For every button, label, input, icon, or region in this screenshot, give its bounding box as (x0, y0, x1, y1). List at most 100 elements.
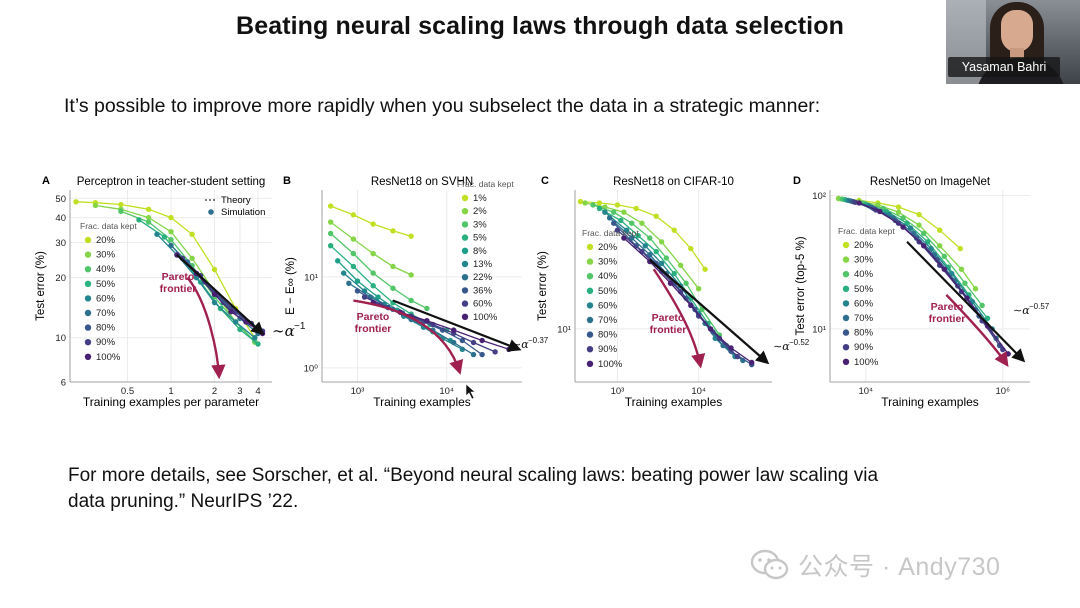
panel-d-power-law-label: ∼α (1013, 304, 1030, 317)
panel-a-x-tick-label: 3 (237, 386, 242, 397)
panel-c-data-point (653, 213, 659, 219)
panel-a-x-tick-label: 2 (212, 386, 217, 397)
panel-c-legend-label: 30% (598, 257, 618, 268)
panel-d-legend-swatch (842, 256, 850, 263)
panel-a-legend-swatch (84, 266, 92, 273)
panel-b-data-point (350, 250, 357, 257)
panel-a-data-point (168, 214, 174, 221)
panel-a-legend-swatch (84, 353, 92, 360)
panel-d-legend-swatch (842, 358, 850, 365)
panel-d-data-point (979, 302, 985, 309)
panel-b-data-point (390, 228, 396, 234)
panel-a-x-tick-label: 0.5 (121, 386, 134, 397)
panel-d-x-tick-label: 10⁴ (858, 386, 873, 397)
panel-b-power-law-exponent: −0.37 (528, 336, 549, 345)
panel-b-legend-swatch (461, 247, 469, 254)
panel-a-data-point (211, 291, 218, 298)
panel-a-legend-swatch (84, 251, 92, 258)
panel-b-pareto-label: frontier (355, 323, 392, 335)
panel-c-power-law-label: ∼α (773, 340, 790, 353)
panel-a-legend-swatch (84, 280, 92, 287)
panel-a-data-point (189, 255, 195, 262)
panel-a-legend-label: 30% (96, 250, 116, 261)
panel-b-data-point (459, 337, 466, 344)
panel-b-legend-label: 8% (473, 246, 487, 257)
panel-a-y-tick-label: 40 (55, 213, 66, 224)
panel-c-legend-swatch (586, 258, 594, 265)
panel-c-legend-swatch (586, 360, 594, 367)
panel-c-x-tick-label: 10³ (611, 386, 625, 397)
panel-b-legend-label: 1% (473, 193, 487, 204)
panel-a-data-point (154, 231, 160, 237)
panel-c-data-point (582, 200, 588, 206)
panel-a-legend-label: 100% (96, 352, 121, 363)
panel-b-letter: B (283, 175, 291, 187)
panel-c-legend-label: 70% (598, 315, 618, 326)
panel-d-legend-swatch (842, 314, 850, 322)
panel-b-data-point (470, 351, 477, 358)
panel-c-title: ResNet18 on CIFAR-10 (613, 176, 734, 188)
panel-c-letter: C (541, 175, 549, 187)
panel-c-x-tick-label: 10⁴ (691, 386, 706, 397)
panel-c-series-line (580, 200, 706, 270)
panel-d-data-point (895, 204, 902, 210)
panel-b-data-point (424, 317, 430, 324)
panel-d-letter: D (793, 175, 801, 187)
panel-a-legend-label: 70% (96, 308, 116, 319)
panel-b-legend-label: 13% (473, 259, 493, 270)
panel-b-data-point (346, 280, 352, 286)
panel-a-legend-simulation-swatch (208, 209, 214, 215)
panel-d-legend-swatch (842, 241, 850, 249)
panel-a-letter: A (42, 175, 50, 187)
panel-d-data-point (877, 208, 883, 215)
panel-c-legend-swatch (586, 243, 594, 251)
panel-d-legend-label: 20% (854, 240, 874, 251)
panel-c-data-point (663, 255, 670, 261)
panel-c-data-point (695, 286, 702, 292)
panel-b-legend-swatch (461, 300, 469, 307)
panel-a-pareto-frontier-arrow (186, 276, 226, 380)
panel-d-title: ResNet50 on ImageNet (870, 176, 991, 188)
panel-d-legend-swatch (842, 344, 850, 351)
panel-b-y-tick-label: 10⁰ (304, 363, 319, 374)
panel-c-legend-label: 40% (598, 271, 618, 282)
panel-a-series-line (156, 233, 256, 339)
panel-c-legend-title: Frac. data kept (582, 228, 639, 238)
panel-a-data-point (145, 214, 152, 221)
panel-d-data-point (962, 280, 968, 286)
panel-b-y-axis-label: E − E∞ (%) (285, 257, 297, 315)
panel-b-data-point (350, 263, 357, 270)
panel-a-legend-swatch (84, 339, 92, 346)
panel-d-data-point (936, 243, 943, 249)
panel-d-power-law-arrow (906, 241, 1026, 363)
panel-a-legend-label: 90% (96, 337, 116, 348)
panel-c-y-axis-label: Test error (%) (537, 251, 549, 321)
panel-c-legend-label: 20% (598, 242, 618, 253)
panel-b-data-point (479, 351, 485, 358)
panel-a-data-point (189, 231, 195, 237)
panel-a-data-point (252, 335, 258, 341)
panel-b-y-tick-label: 10¹ (304, 272, 318, 283)
panel-b-legend-label: 22% (473, 272, 493, 283)
panel-d-pareto-frontier-arrow (945, 294, 1009, 367)
panel-c-data-point (707, 326, 714, 332)
panel-d-data-point (958, 266, 965, 272)
panel-c-data-point (635, 232, 641, 239)
panel-a-data-point (118, 208, 124, 215)
panel-b-legend-label: 5% (473, 233, 487, 244)
panel-c-data-point (577, 198, 584, 205)
panel-c-data-point (734, 353, 741, 360)
panel-b-legend-swatch (461, 260, 469, 268)
panel-b-x-tick-label: 10⁴ (439, 386, 454, 397)
panel-c-data-point (642, 243, 648, 249)
panel-c-data-point (639, 220, 645, 226)
panel-b-x-tick-label: 10³ (351, 386, 365, 397)
panel-c-legend-swatch (586, 346, 594, 353)
panel-d-power-law-exponent: −0.57 (1029, 302, 1050, 311)
panel-b-data-point (361, 294, 368, 300)
panel-a-data-point (211, 299, 218, 306)
panel-a-x-tick-label: 4 (255, 386, 260, 397)
panel-d-data-point (920, 243, 927, 249)
panel-a-legend-swatch (84, 309, 92, 317)
